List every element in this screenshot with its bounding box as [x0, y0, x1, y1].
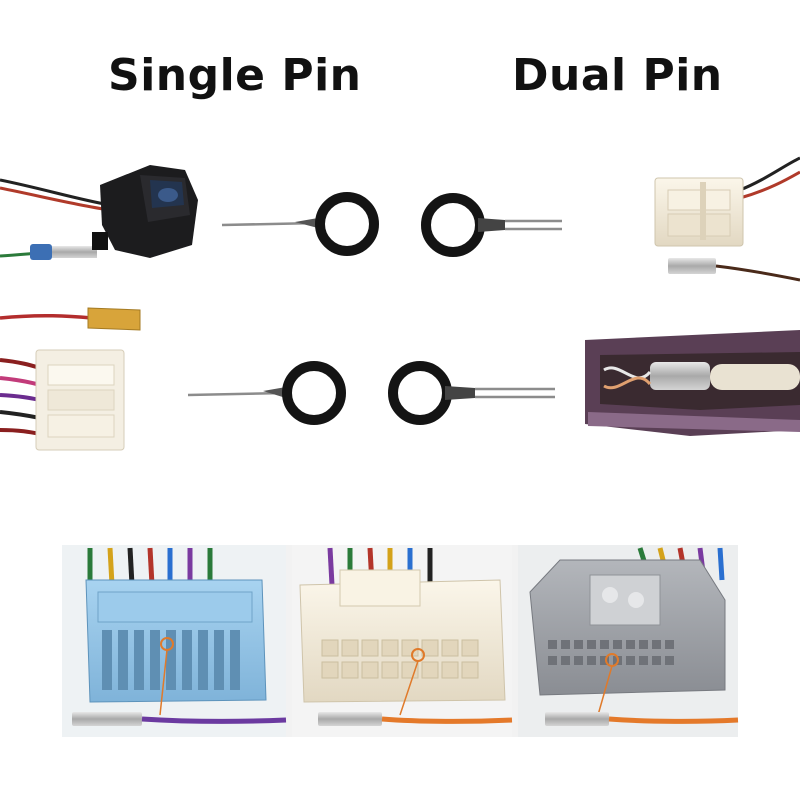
- dual-terminal: [668, 258, 716, 274]
- white-connector: [35, 349, 125, 451]
- terminal-pin: [52, 246, 97, 258]
- tool-ring: [421, 193, 485, 257]
- white-connector-group: [0, 307, 141, 451]
- bottom-panels: [62, 545, 739, 737]
- panel-blue-connector: [62, 545, 287, 737]
- black-connector: [92, 165, 198, 258]
- spade-terminal: [87, 307, 141, 331]
- dual-pin-heading: Dual Pin: [512, 50, 723, 101]
- panel-white-connector: [292, 545, 513, 737]
- cream-connector-group: [654, 156, 800, 282]
- single-pin-tool-top: [221, 192, 379, 256]
- single-pin-tool-mid: [187, 361, 346, 425]
- dual-pin-tool-top: [421, 193, 562, 257]
- tool-ring: [315, 192, 379, 256]
- tool-ring: [388, 361, 452, 425]
- cutaway-terminal: [585, 330, 800, 436]
- cream-connector: [654, 177, 744, 247]
- black-connector-group: [0, 165, 198, 260]
- tool-ring: [282, 361, 346, 425]
- dual-pin-tool-mid: [388, 361, 555, 425]
- panel-gray-connector: [518, 545, 739, 737]
- blue-seal: [30, 244, 52, 260]
- single-pin-heading: Single Pin: [108, 50, 362, 101]
